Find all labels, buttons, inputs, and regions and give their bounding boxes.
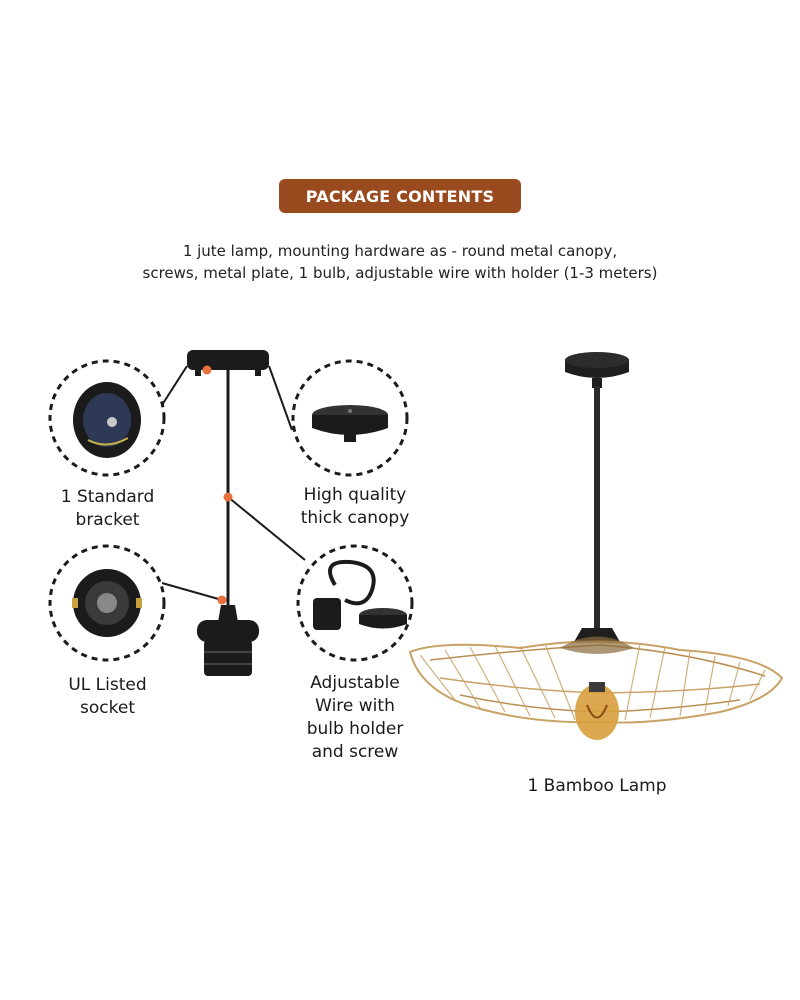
wire-label-line-3: bulb holder [306,719,404,739]
package-contents-badge: PACKAGE CONTENTS [279,179,521,213]
wire-detail-circle [296,544,414,662]
package-description: 1 jute lamp, mounting hardware as - roun… [100,240,700,284]
canopy-detail-circle [291,359,409,477]
socket-detail-circle [48,544,166,662]
bracket-detail-circle [48,359,166,477]
bamboo-lamp-image [408,352,784,740]
bracket-label: 1 Standard bracket [35,486,180,532]
socket-label: UL Listed socket [35,674,180,720]
socket-label-line-1: UL Listed [68,675,147,695]
diagram-canopy [187,350,269,376]
lamp-caption: 1 Bamboo Lamp [527,776,667,796]
wire-label-line-2: Wire with [315,696,395,716]
connector-lines [161,365,306,601]
socket-label-line-2: socket [80,698,135,718]
wire-label-line-4: and screw [311,742,399,762]
bracket-label-line-1: 1 Standard [60,487,155,507]
canopy-label-line-2: thick canopy [300,508,410,528]
canopy-label-line-1: High quality [303,485,407,505]
bracket-label-line-2: bracket [75,510,140,530]
diagram-socket [197,605,259,676]
wire-label-line-1: Adjustable [310,673,400,693]
description-line-1: 1 jute lamp, mounting hardware as - roun… [182,242,618,260]
canopy-label: High quality thick canopy [280,484,430,530]
description-line-2: screws, metal plate, 1 bulb, adjustable … [142,264,658,282]
wire-label: Adjustable Wire with bulb holder and scr… [280,672,430,764]
